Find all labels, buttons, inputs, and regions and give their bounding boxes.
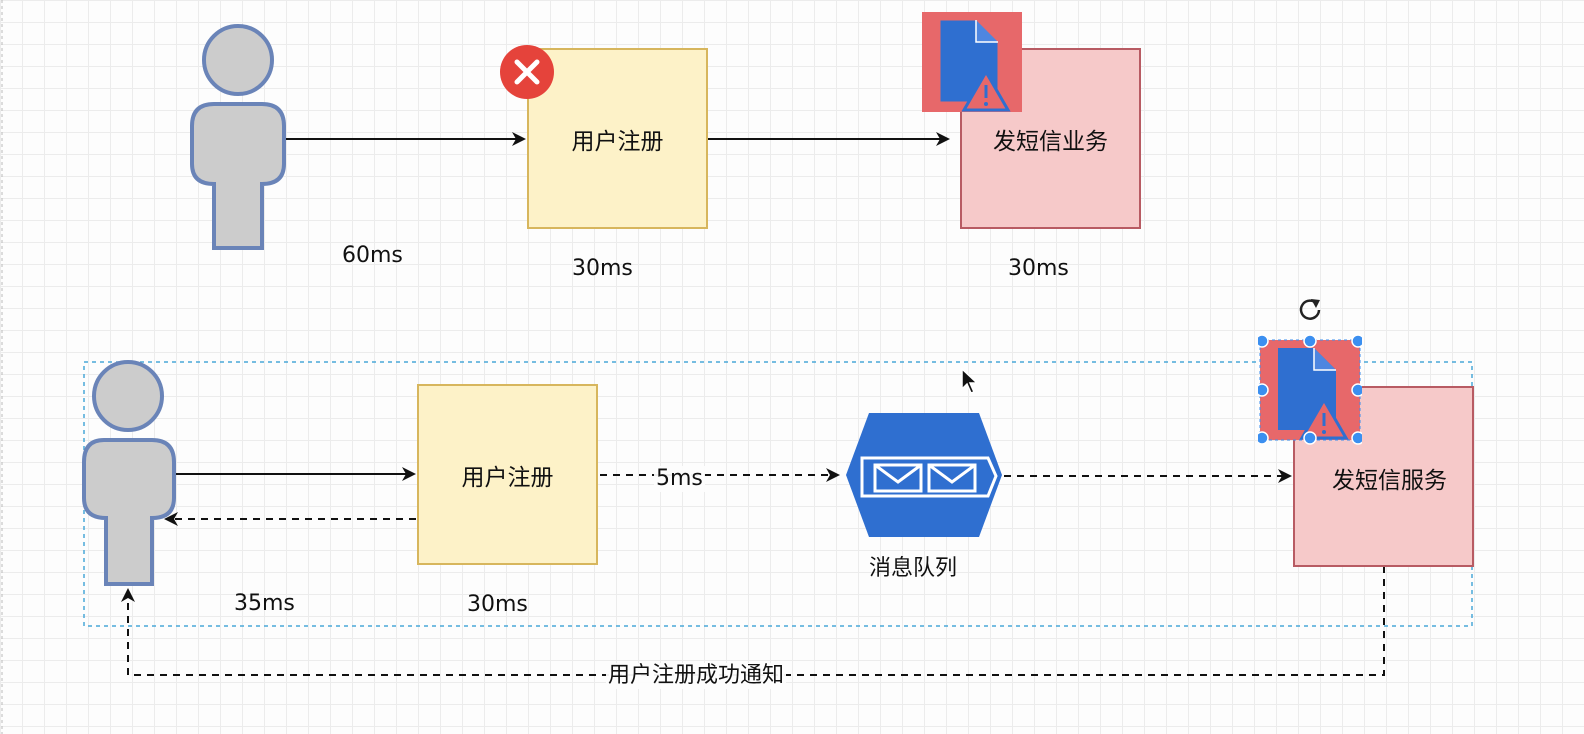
message-queue-icon[interactable]: [846, 413, 1002, 537]
mouse-cursor-icon: [961, 368, 979, 394]
register-box-top-label: 用户注册: [571, 128, 664, 155]
time-label-sms-top: 30ms: [1008, 256, 1069, 281]
register-box-bottom-label: 用户注册: [461, 464, 554, 491]
sms-service-box-label: 发短信服务: [1332, 467, 1447, 494]
arrow-notify-success[interactable]: [121, 566, 1385, 676]
notify-success-label: 用户注册成功通知: [606, 663, 787, 689]
mail-icon: [873, 463, 977, 493]
time-label-register-bottom: 30ms: [467, 592, 528, 617]
rotate-icon[interactable]: [1296, 295, 1324, 323]
time-label-total-bottom: 35ms: [234, 591, 295, 616]
time-label-register-top: 30ms: [572, 256, 633, 281]
file-warning-icon-selected[interactable]: [1258, 334, 1362, 446]
message-queue-label: 消息队列: [869, 556, 958, 581]
time-label-queue: 5ms: [654, 466, 705, 492]
person-icon-top[interactable]: [190, 24, 286, 250]
sms-business-box-label: 发短信业务: [993, 128, 1108, 155]
person-icon-bottom[interactable]: [82, 360, 176, 586]
register-box-top[interactable]: 用户注册: [527, 48, 708, 229]
file-warning-icon[interactable]: [922, 12, 1022, 112]
register-box-bottom[interactable]: 用户注册: [417, 384, 598, 565]
error-x-icon[interactable]: [499, 44, 555, 100]
time-label-total-top: 60ms: [342, 243, 403, 268]
